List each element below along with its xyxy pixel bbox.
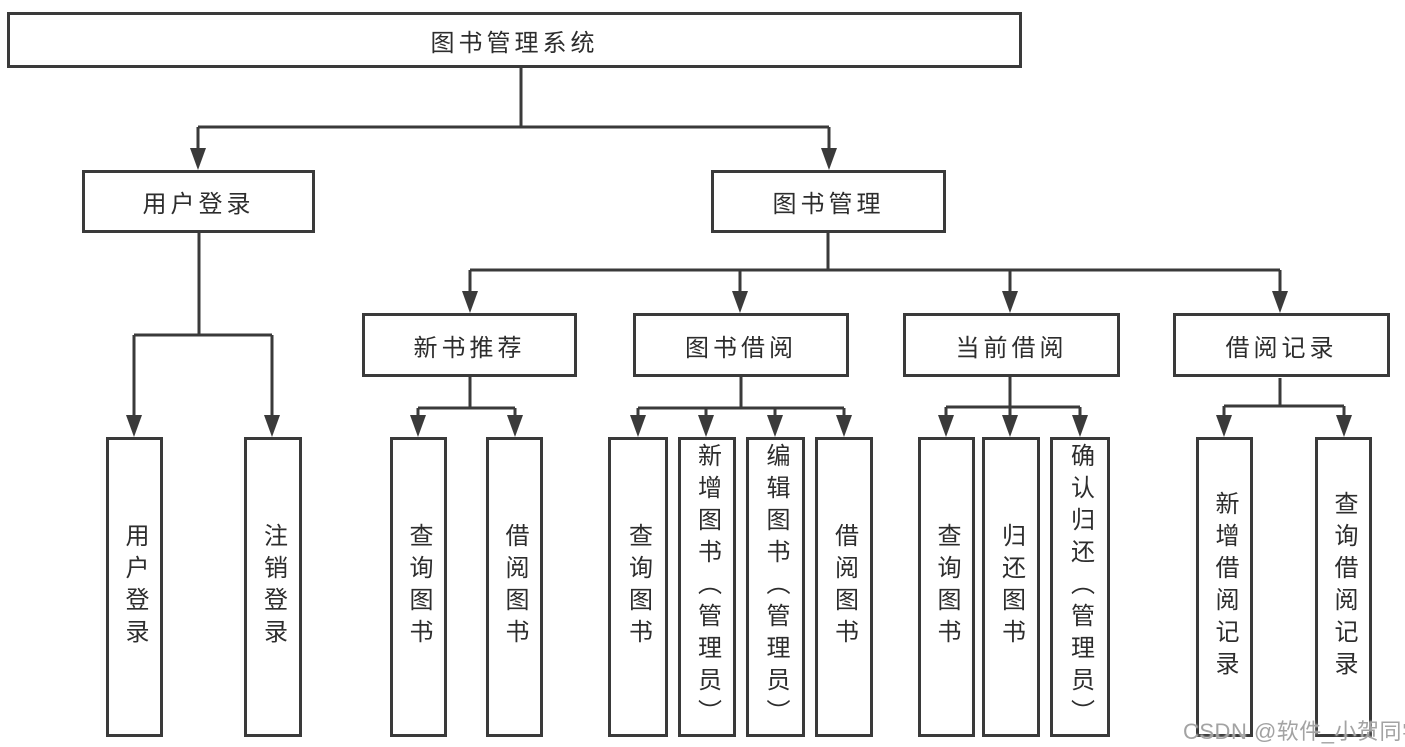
leaf-borrow-books-recommend-label: 借阅图书 <box>501 523 528 651</box>
node-root: 图书管理系统 <box>7 12 1022 68</box>
node-book-management-label: 图书管理 <box>772 191 885 218</box>
node-new-book-recommend: 新书推荐 <box>362 313 577 377</box>
leaf-user-login-label: 用户登录 <box>121 523 148 651</box>
node-new-book-recommend-label: 新书推荐 <box>413 334 526 362</box>
leaf-add-borrow-record: 新增借阅记录 <box>1196 437 1253 737</box>
leaf-edit-books-admin-label: 编辑图书（管理员） <box>762 443 789 731</box>
leaf-query-books-recommend: 查询图书 <box>390 437 447 737</box>
leaf-query-borrow-record: 查询借阅记录 <box>1315 437 1372 737</box>
leaf-user-login: 用户登录 <box>106 437 163 737</box>
node-root-label: 图书管理系统 <box>430 29 599 57</box>
node-borrow-records-label: 借阅记录 <box>1225 334 1338 362</box>
leaf-borrow-books-recommend: 借阅图书 <box>486 437 543 737</box>
leaf-query-books-recommend-label: 查询图书 <box>405 523 432 651</box>
leaf-query-books-current-label: 查询图书 <box>933 523 960 651</box>
leaf-add-books-admin: 新增图书（管理员） <box>678 437 736 737</box>
leaf-return-books: 归还图书 <box>982 437 1040 737</box>
node-borrow-records: 借阅记录 <box>1173 313 1390 377</box>
leaf-confirm-return-admin-label: 确认归还（管理员） <box>1066 443 1094 731</box>
node-current-borrow: 当前借阅 <box>903 313 1120 377</box>
leaf-query-books-borrow-label: 查询图书 <box>624 523 652 651</box>
leaf-add-borrow-record-label: 新增借阅记录 <box>1211 491 1238 683</box>
node-user-login: 用户登录 <box>82 170 315 233</box>
leaf-return-books-label: 归还图书 <box>997 523 1025 651</box>
node-current-borrow-label: 当前借阅 <box>955 334 1068 362</box>
leaf-logout-login: 注销登录 <box>244 437 302 737</box>
leaf-borrow-books-borrow: 借阅图书 <box>815 437 873 737</box>
leaf-query-books-borrow: 查询图书 <box>608 437 668 737</box>
leaf-confirm-return-admin: 确认归还（管理员） <box>1050 437 1110 737</box>
node-book-management: 图书管理 <box>711 170 946 233</box>
watermark: CSDN @软件_小贺同学 <box>1183 719 1405 744</box>
leaf-add-books-admin-label: 新增图书（管理员） <box>693 443 721 731</box>
leaf-borrow-books-borrow-label: 借阅图书 <box>830 523 858 651</box>
node-user-login-label: 用户登录 <box>142 191 255 218</box>
node-book-borrow-label: 图书借阅 <box>685 334 797 362</box>
leaf-query-borrow-record-label: 查询借阅记录 <box>1330 491 1357 683</box>
leaf-edit-books-admin: 编辑图书（管理员） <box>746 437 805 737</box>
leaf-logout-login-label: 注销登录 <box>259 523 287 651</box>
node-book-borrow: 图书借阅 <box>633 313 849 377</box>
leaf-query-books-current: 查询图书 <box>918 437 975 737</box>
